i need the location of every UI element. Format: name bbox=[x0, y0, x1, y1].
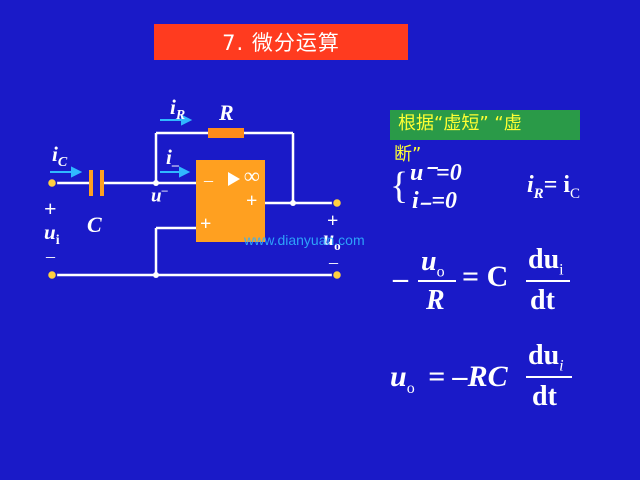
eq1-denominator: R bbox=[426, 285, 445, 316]
output-plus: + bbox=[327, 210, 339, 232]
eq2-rhs-prefix: = –RC bbox=[428, 360, 508, 393]
rule-note: 根据“虚短” “虚 bbox=[390, 110, 580, 140]
brace: { bbox=[390, 165, 409, 207]
input-plus: + bbox=[44, 196, 57, 221]
opamp-plus: + bbox=[200, 213, 212, 235]
r-label: R bbox=[219, 100, 234, 125]
opamp-output-plus: + bbox=[246, 190, 258, 212]
eq1-d-numerator: dui bbox=[528, 244, 564, 279]
eq1-minus: – bbox=[393, 262, 408, 295]
i-minus-arrow-icon bbox=[179, 166, 191, 178]
c-label: C bbox=[87, 212, 102, 237]
ir-label: iR bbox=[170, 95, 186, 124]
resistor-r bbox=[208, 128, 244, 138]
i-minus-label: i– bbox=[166, 145, 179, 174]
ui-label: ui bbox=[44, 220, 60, 249]
node-output bbox=[290, 200, 296, 206]
slide-title: 7. 微分运算 bbox=[154, 24, 408, 60]
eq2-lhs: uo bbox=[390, 360, 415, 397]
opamp-infinity: ∞ bbox=[244, 163, 260, 188]
input-terminal-top bbox=[46, 177, 58, 189]
eq1-numerator: uo bbox=[421, 246, 445, 281]
ic-label: iC bbox=[52, 142, 68, 171]
eq2-d-numerator: dui bbox=[528, 340, 564, 375]
input-terminal-bottom bbox=[46, 269, 58, 281]
eq1-d-frac-bar bbox=[526, 280, 570, 282]
input-minus: – bbox=[46, 246, 55, 266]
opamp-triangle-icon bbox=[228, 172, 240, 186]
rule-note-cont: 断” bbox=[394, 144, 422, 165]
watermark: www.dianyuan.com bbox=[244, 232, 365, 248]
output-terminal-bottom bbox=[331, 269, 343, 281]
eq1-equals-c: = C bbox=[462, 260, 509, 293]
u-minus-label: u– bbox=[151, 183, 168, 207]
ic-arrow-icon bbox=[71, 166, 83, 178]
capacitor-plate-right bbox=[100, 170, 104, 196]
output-minus: – bbox=[329, 252, 338, 272]
eq-u-minus-zero: u⁻=0 bbox=[410, 160, 462, 186]
opamp-minus: – bbox=[204, 170, 213, 190]
node-inverting bbox=[153, 180, 159, 186]
ir-arrow-icon bbox=[181, 114, 193, 126]
output-terminal-top bbox=[331, 197, 343, 209]
eq1-d-denominator: dt bbox=[530, 285, 555, 316]
eq2-d-denominator: dt bbox=[532, 381, 557, 412]
eq-i-minus-zero: i₋=0 bbox=[412, 188, 458, 214]
eq1-frac-bar bbox=[418, 280, 456, 282]
eq-ir-ic: iR= iC bbox=[527, 172, 581, 202]
node-ground bbox=[153, 272, 159, 278]
capacitor-plate-left bbox=[89, 170, 93, 196]
eq2-frac-bar bbox=[526, 376, 572, 378]
uo-label: uo bbox=[323, 228, 341, 253]
